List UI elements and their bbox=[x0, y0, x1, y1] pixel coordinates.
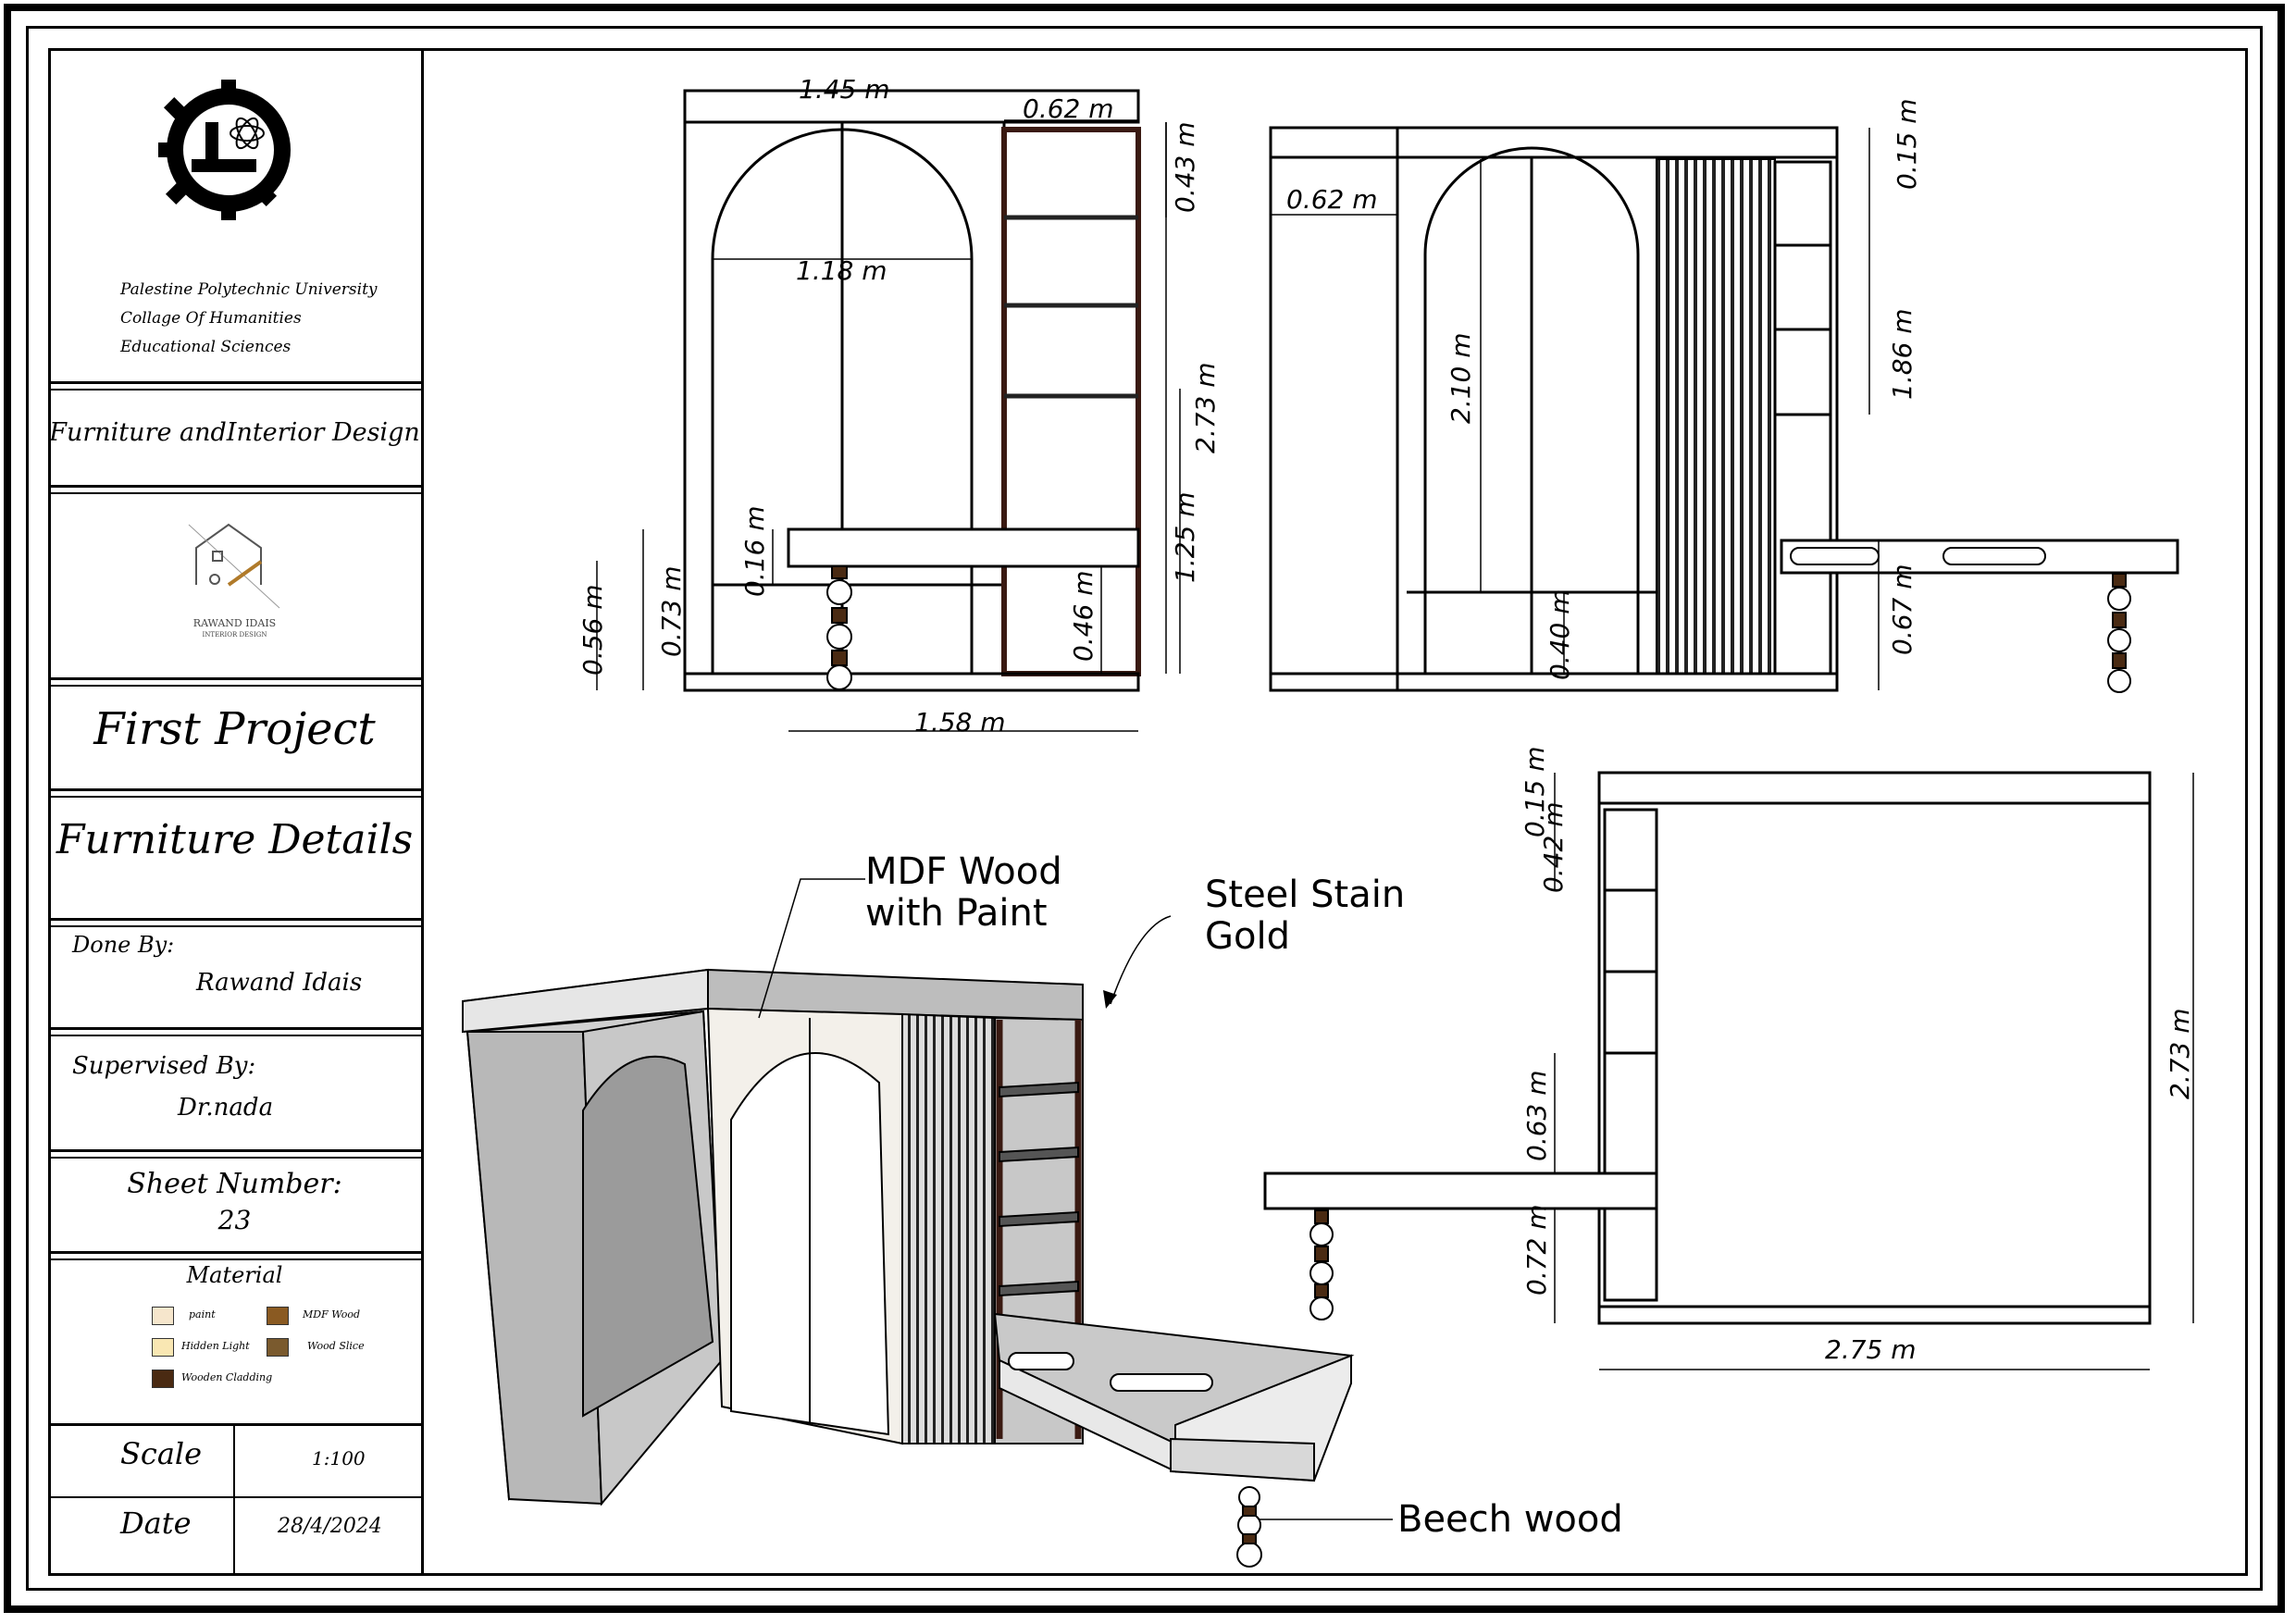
sheet-mid-border bbox=[26, 26, 2263, 1591]
dim-label: 2.73 m bbox=[1190, 362, 1221, 453]
plan-view-dimensions bbox=[1554, 773, 2194, 1370]
date-label: Date bbox=[120, 1506, 192, 1541]
done-by-name: Rawand Idais bbox=[196, 969, 363, 997]
university-text: Palestine Polytechnic University Collage… bbox=[120, 276, 378, 362]
dim-label: 0.72 m bbox=[1521, 1204, 1552, 1295]
front-elevation-dimensions bbox=[596, 90, 1181, 732]
front-elevation-dim-labels: 1.45 m 0.62 m 0.43 m 1.18 m 2.73 m 1.25 … bbox=[577, 74, 1221, 738]
dim-label: 0.15 m bbox=[1520, 746, 1550, 837]
done-by-label: Done By: bbox=[72, 932, 175, 958]
material-label: Material bbox=[186, 1262, 283, 1288]
dim-label: 0.63 m bbox=[1521, 1070, 1552, 1161]
dim-label: 2.73 m bbox=[2165, 1008, 2195, 1099]
university-line: Educational Sciences bbox=[120, 338, 292, 356]
dim-label: 1.45 m bbox=[799, 74, 890, 105]
university-logo bbox=[158, 80, 291, 220]
dim-label: 1.18 m bbox=[796, 255, 887, 286]
designer-logo-subtext: INTERIOR DESIGN bbox=[202, 631, 267, 638]
sheet-number: 23 bbox=[217, 1205, 252, 1235]
supervised-label: Supervised By: bbox=[72, 1052, 256, 1080]
scale-label: Scale bbox=[120, 1436, 203, 1471]
dim-label: 0.46 m bbox=[1068, 570, 1098, 662]
wooden-cladding-swatch bbox=[152, 1370, 174, 1388]
dim-label: 0.62 m bbox=[1286, 184, 1378, 215]
dim-label: 0.62 m bbox=[1023, 93, 1114, 124]
callout-beech: Beech wood bbox=[1397, 1498, 1623, 1541]
sheet-number-label: Sheet Number: bbox=[127, 1168, 342, 1200]
wood-slice-swatch bbox=[267, 1338, 289, 1357]
dim-label: 1.25 m bbox=[1170, 491, 1200, 583]
sheet-title: Furniture Details bbox=[56, 816, 414, 863]
dim-label: 0.43 m bbox=[1170, 121, 1200, 213]
side-elevation-dim-labels: 0.15 m 0.62 m 1.86 m 2.10 m 0.40 m 0.67 … bbox=[1286, 98, 1922, 680]
dim-label: 2.75 m bbox=[1825, 1334, 1917, 1365]
callout-mdf-line2: with Paint bbox=[865, 892, 1048, 935]
scale-value: 1:100 bbox=[312, 1447, 366, 1469]
front-elevation bbox=[683, 89, 1141, 692]
designer-logo-name: RAWAND IDAIS bbox=[192, 617, 277, 629]
supervisor-name: Dr.nada bbox=[178, 1094, 274, 1122]
material-item: Wood Slice bbox=[307, 1340, 365, 1352]
sheet-inner-border bbox=[48, 48, 2248, 1576]
dim-label: 1.58 m bbox=[914, 707, 1006, 738]
callout-steel-line2: Gold bbox=[1205, 915, 1290, 958]
project-title: First Project bbox=[93, 703, 376, 755]
material-item: Wooden Cladding bbox=[181, 1371, 273, 1383]
university-line: Collage Of Humanities bbox=[120, 309, 302, 328]
plan-view bbox=[1263, 771, 2152, 1325]
plan-view-dim-labels: 0.15 m 0.42 m 0.63 m 0.72 m 2.73 m 2.75 … bbox=[1520, 746, 2195, 1365]
course-title: Furniture andInterior Design bbox=[49, 418, 420, 447]
callouts: MDF Wood with Paint Steel Stain Gold Bee… bbox=[758, 850, 1623, 1541]
designer-logo bbox=[188, 523, 280, 609]
dim-label: 0.40 m bbox=[1545, 589, 1575, 680]
callout-mdf-line1: MDF Wood bbox=[865, 850, 1062, 893]
dim-label: 0.15 m bbox=[1892, 98, 1922, 190]
scale-date-divider bbox=[233, 1423, 235, 1576]
dim-label: 0.56 m bbox=[577, 584, 608, 676]
dim-label: 0.73 m bbox=[656, 565, 687, 657]
sheet-outer-border bbox=[4, 4, 2285, 1613]
3d-view bbox=[462, 968, 1355, 1568]
callout-steel-line1: Steel Stain bbox=[1205, 874, 1405, 916]
dim-label: 0.42 m bbox=[1538, 801, 1569, 893]
material-item: paint bbox=[189, 1308, 216, 1320]
side-elevation-dimensions bbox=[1271, 128, 1880, 690]
paint-swatch bbox=[152, 1307, 174, 1325]
university-line: Palestine Polytechnic University bbox=[120, 280, 378, 299]
dim-label: 0.67 m bbox=[1887, 564, 1917, 655]
mdf-swatch bbox=[267, 1307, 289, 1325]
dim-label: 2.10 m bbox=[1446, 332, 1476, 424]
dim-label: 1.86 m bbox=[1887, 308, 1917, 400]
title-block: Palestine Polytechnic University Collage… bbox=[48, 48, 424, 1576]
date-value: 28/4/2024 bbox=[278, 1515, 382, 1538]
dim-label: 0.16 m bbox=[739, 505, 770, 597]
material-item: Hidden Light bbox=[181, 1340, 250, 1352]
side-elevation bbox=[1269, 126, 2179, 693]
hidden-light-swatch bbox=[152, 1338, 174, 1357]
material-item: MDF Wood bbox=[303, 1308, 361, 1320]
